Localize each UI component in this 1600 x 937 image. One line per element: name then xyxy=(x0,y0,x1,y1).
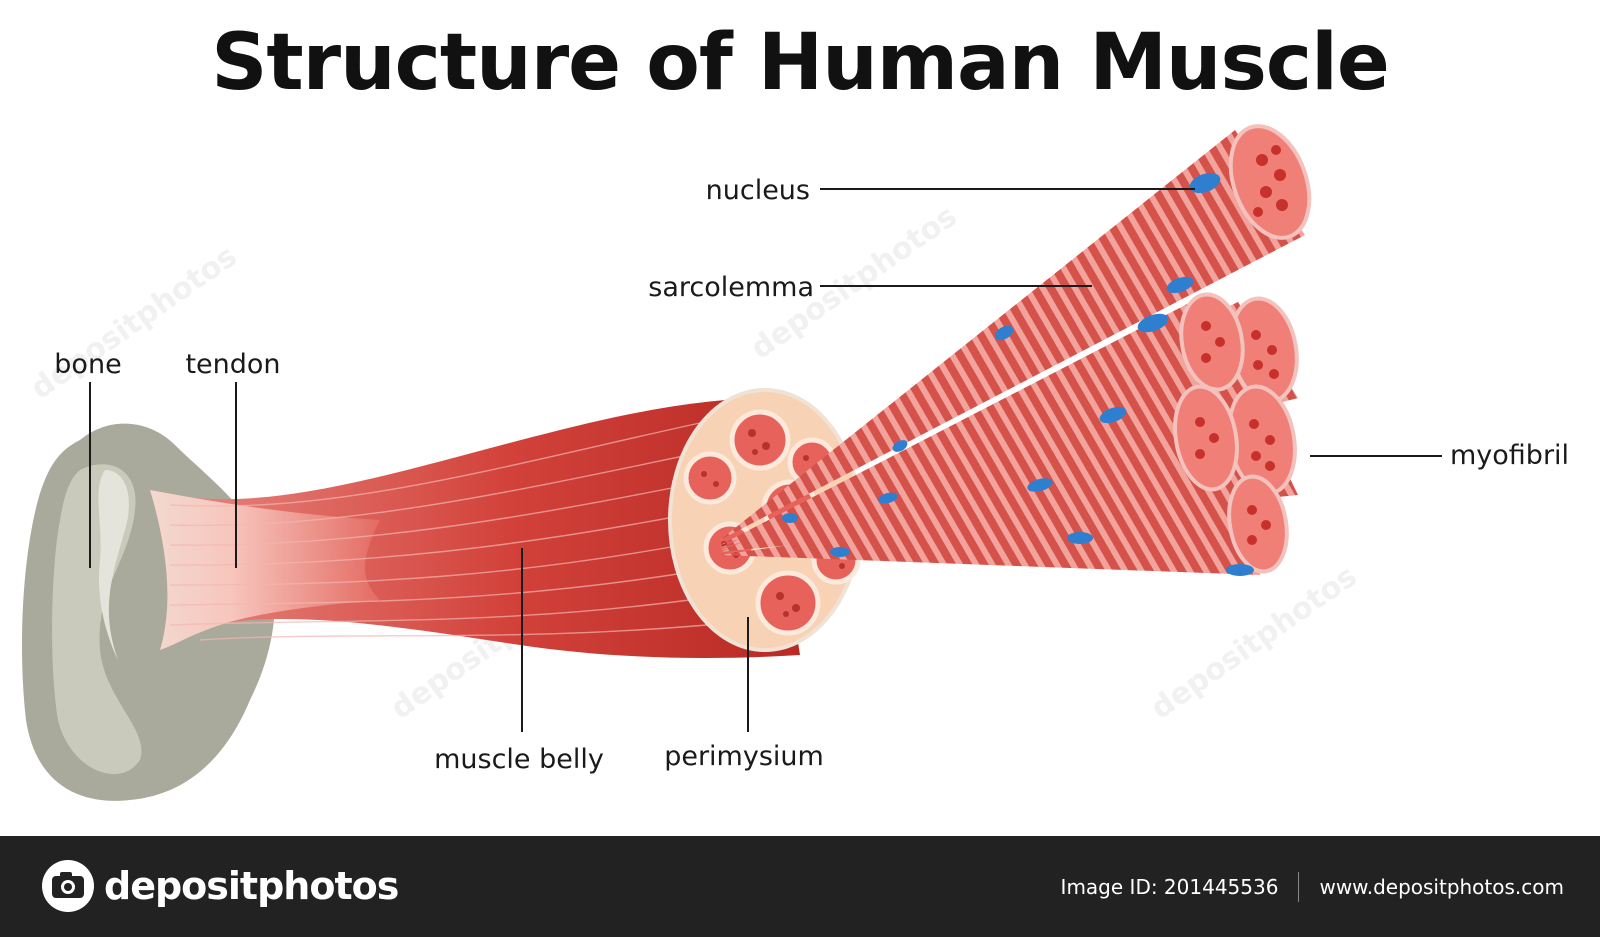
label-sarcolemma: sarcolemma xyxy=(648,272,814,303)
muscle-diagram: depositphotos depositphotos depositphoto… xyxy=(22,124,1569,801)
muscle-fibers xyxy=(720,130,1305,575)
brand[interactable]: depositphotos xyxy=(40,858,399,914)
label-myofibril: myofibril xyxy=(1450,440,1569,471)
image-id: Image ID: 201445536 xyxy=(1060,875,1279,899)
label-bone: bone xyxy=(54,349,121,380)
leader-lines xyxy=(89,188,1442,732)
diagram-stage: Structure of Human Muscle depositphotos … xyxy=(22,18,1570,801)
nuclei xyxy=(782,172,1254,576)
label-nucleus: nucleus xyxy=(706,175,810,206)
footer-meta: Image ID: 201445536 www.depositphotos.co… xyxy=(1061,872,1564,902)
label-muscle-belly: muscle belly xyxy=(434,744,604,775)
label-tendon: tendon xyxy=(185,349,280,380)
label-perimysium: perimysium xyxy=(664,741,824,772)
footer-divider xyxy=(1298,872,1300,902)
watermark-text: depositphotos xyxy=(25,239,244,407)
muscle-belly-shape xyxy=(150,398,800,658)
myofibril-ends xyxy=(1173,124,1312,574)
labels: nucleus sarcolemma bone tendon myofibril… xyxy=(54,175,1569,775)
footer-bar: depositphotos Image ID: 201445536 www.de… xyxy=(0,836,1600,937)
site-url[interactable]: www.depositphotos.com xyxy=(1319,875,1564,899)
watermark-text: depositphotos xyxy=(1145,559,1364,727)
page-title: Structure of Human Muscle xyxy=(211,18,1390,108)
brand-name: depositphotos xyxy=(104,864,399,908)
camera-logo-icon xyxy=(42,860,94,912)
